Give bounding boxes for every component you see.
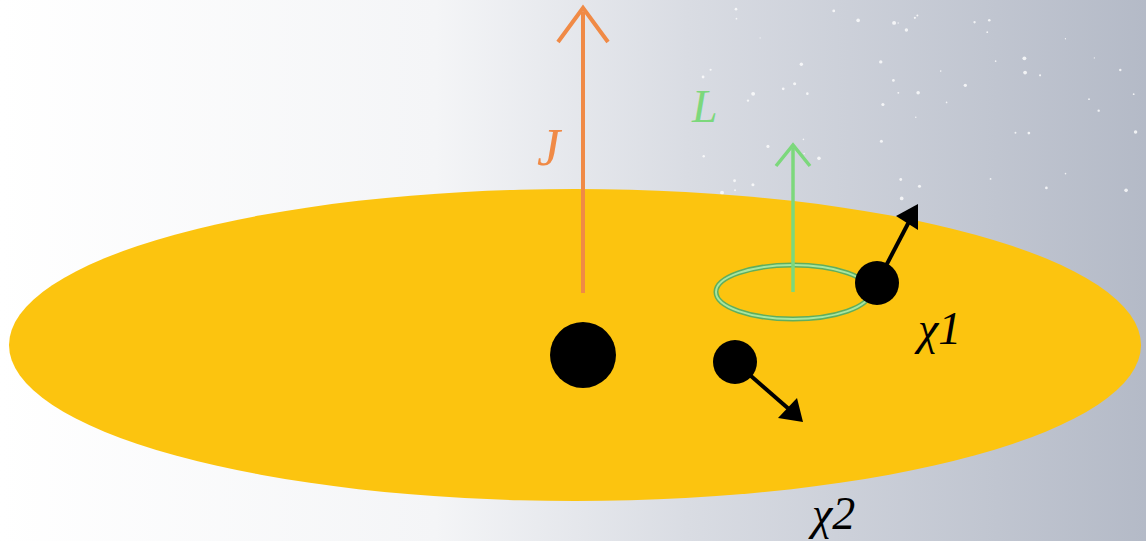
star (832, 9, 835, 12)
star (892, 79, 895, 82)
star (986, 31, 988, 33)
star (1027, 132, 1030, 135)
star (915, 116, 917, 118)
star (940, 70, 942, 72)
star (988, 19, 991, 22)
star (733, 179, 736, 182)
spin-label: χ1 (918, 306, 961, 352)
star (817, 157, 821, 161)
star (736, 18, 738, 20)
star (914, 17, 916, 19)
star (710, 69, 712, 71)
star (880, 140, 883, 143)
star (964, 84, 967, 87)
j-label: J (537, 122, 560, 174)
star (879, 60, 882, 63)
star (751, 183, 754, 186)
spin-2-shaft (735, 362, 790, 410)
star (803, 139, 805, 141)
star (916, 91, 920, 95)
spin-2-head (778, 398, 803, 422)
star (760, 37, 761, 38)
star (1039, 74, 1041, 76)
j-arrow-head (558, 8, 608, 42)
star (916, 14, 918, 16)
star (747, 99, 749, 101)
star (1065, 38, 1066, 39)
star (734, 189, 736, 191)
star (946, 102, 948, 104)
star (905, 28, 908, 31)
central-black-hole (550, 322, 616, 388)
star (899, 178, 902, 181)
star (1022, 56, 1026, 60)
star (897, 22, 898, 23)
star (1023, 71, 1027, 75)
star (1133, 93, 1135, 95)
star (800, 63, 803, 66)
star (803, 153, 805, 155)
star (1045, 187, 1048, 190)
star (1119, 69, 1121, 71)
star (918, 185, 921, 188)
star (1014, 132, 1016, 134)
l-label: L (692, 84, 718, 130)
star (766, 145, 769, 148)
star (751, 92, 755, 96)
j-arrow-shaft (581, 12, 585, 293)
star (881, 103, 884, 106)
star (702, 76, 705, 79)
star (702, 155, 704, 157)
star (900, 197, 904, 201)
accretion-disk (9, 189, 1141, 501)
star-field (702, 8, 1138, 200)
star (995, 60, 997, 62)
spin-label: χ2 (812, 491, 855, 537)
l-arrow-head (776, 145, 810, 166)
star (735, 8, 738, 11)
star (1124, 189, 1128, 193)
l-arrow-shaft (791, 148, 795, 292)
star (990, 178, 992, 180)
spin-1-shaft (877, 216, 912, 283)
spin-1-head (896, 204, 918, 230)
star (1094, 57, 1095, 58)
star (1088, 98, 1090, 100)
star (973, 21, 975, 23)
star (1134, 130, 1138, 134)
star (720, 191, 724, 195)
star (806, 92, 809, 95)
star (856, 19, 860, 23)
star (782, 87, 785, 90)
star (892, 21, 896, 25)
star (793, 82, 796, 85)
star (897, 92, 899, 94)
star (1065, 173, 1067, 175)
star (1097, 109, 1099, 111)
